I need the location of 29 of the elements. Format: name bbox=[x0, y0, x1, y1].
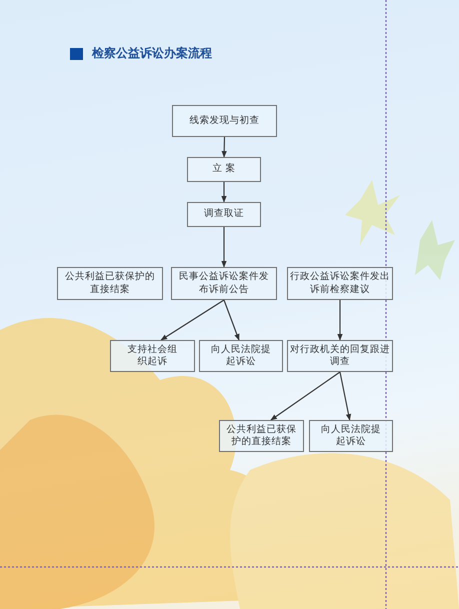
arrow bbox=[160, 300, 224, 340]
box-label: 线索发现与初查 bbox=[190, 114, 260, 128]
box-label: 支持社会组织起诉 bbox=[126, 344, 178, 368]
arrow bbox=[270, 372, 340, 420]
process-box bbox=[57, 267, 163, 300]
arrow bbox=[223, 300, 240, 341]
box-label: 公共利益已获保护的直接结案 bbox=[64, 271, 156, 296]
process-box bbox=[199, 340, 283, 372]
arrow bbox=[337, 300, 343, 341]
box-label: 公共利益已获保护的直接结案 bbox=[226, 424, 298, 448]
box-label: 调查取证 bbox=[204, 208, 244, 221]
process-box bbox=[309, 420, 393, 452]
process-box bbox=[172, 105, 277, 137]
arrow bbox=[221, 227, 227, 268]
box-label: 立 案 bbox=[212, 163, 236, 176]
box-label: 民事公益诉讼案件发布诉前公告 bbox=[178, 271, 270, 296]
process-box bbox=[187, 202, 261, 227]
process-box bbox=[187, 157, 261, 182]
process-box bbox=[171, 267, 277, 300]
arrow bbox=[339, 372, 352, 421]
arrow bbox=[221, 182, 227, 203]
box-label: 向人民法院提起诉讼 bbox=[210, 344, 272, 368]
process-box bbox=[219, 420, 304, 452]
box-label: 行政公益诉讼案件发出诉前检察建议 bbox=[290, 271, 390, 296]
box-label: 对行政机关的回复跟进调查 bbox=[290, 344, 390, 368]
diagram-title: 检察公益诉讼办案流程 bbox=[92, 45, 212, 62]
box-label: 向人民法院提起诉讼 bbox=[320, 424, 382, 448]
arrow bbox=[222, 136, 227, 158]
process-box bbox=[110, 340, 195, 372]
